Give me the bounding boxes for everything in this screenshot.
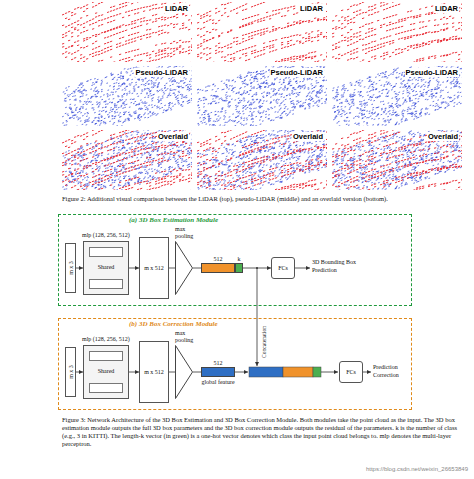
panel-label: LiDAR [164, 4, 189, 13]
feature-vector: 512global feature [201, 367, 235, 377]
shared-mlp-box: mlp (128, 256, 512)Shared [83, 241, 129, 295]
fc-label: FCs [278, 265, 288, 272]
point-cloud-panel: LiDAR [197, 2, 327, 62]
feature-box: m x 512 [139, 237, 169, 299]
point-cloud-panel: LiDAR [332, 2, 462, 62]
lidar-points [62, 130, 192, 190]
pseudo-lidar-points [332, 66, 462, 126]
pool-label: max pooling [175, 330, 201, 343]
lidar-points [332, 2, 462, 62]
point-cloud-panel: Overlaid [332, 130, 462, 190]
input-size: m x 3 [67, 261, 74, 275]
panel-label: Overlaid [157, 132, 189, 141]
shared-label: Shared [84, 368, 128, 375]
figure-caption: Figure 2: Additional visual comparison b… [62, 195, 468, 203]
lidar-points [332, 130, 462, 190]
point-cloud-panel: Pseudo-LiDAR [62, 66, 192, 126]
input-box: m x 3 [65, 243, 76, 293]
mlp-layer [89, 247, 123, 257]
triangle-shape [175, 345, 193, 399]
input-size: m x 3 [67, 365, 74, 379]
flow-arrow [129, 268, 139, 269]
triangle-shape [175, 241, 193, 295]
pseudo-lidar-points [62, 130, 192, 190]
mlp-layer [89, 351, 123, 361]
point-cloud-panel: Pseudo-LiDAR [332, 66, 462, 126]
pool-label: max pooling [175, 226, 201, 239]
flow-arrow [193, 372, 201, 373]
mlp-heading: mlp (128, 256, 512) [82, 232, 130, 239]
panel-label: LiDAR [434, 4, 459, 13]
point-cloud-panel: Pseudo-LiDAR [197, 66, 327, 126]
panel-label: Pseudo-LiDAR [270, 68, 325, 77]
triangle-outline [176, 242, 193, 295]
flow-arrow [169, 268, 175, 269]
panel-label: LiDAR [299, 4, 324, 13]
flow-arrow [76, 268, 83, 269]
vector-size: 512 [214, 360, 223, 367]
max-pool-triangle: max pooling [175, 345, 193, 399]
output-label: Prediction Correction [373, 364, 411, 379]
lidar-points [197, 2, 327, 62]
fc-box: FCs [339, 361, 363, 383]
lidar-points [197, 130, 327, 190]
mlp-layer [89, 279, 123, 289]
pseudo-lidar-points [62, 66, 192, 126]
flow-arrow [169, 372, 175, 373]
point-cloud-panel: LiDAR [62, 2, 192, 62]
pseudo-lidar-points [332, 130, 462, 190]
concat-label: Concatenation [261, 326, 267, 358]
point-cloud-panel: Overlaid [197, 130, 327, 190]
feature-box: m x 512 [139, 341, 169, 403]
module-box: (a) 3D Box Estimation Module m x 3 mlp (12… [58, 214, 412, 306]
input-box: m x 3 [65, 347, 76, 397]
feature-size: m x 512 [144, 369, 164, 376]
watermark: https://blog.csdn.net/weixin_26653849 [250, 466, 468, 472]
max-pool-triangle: max pooling [175, 241, 193, 295]
fc-label: FCs [346, 369, 356, 376]
shared-label: Shared [84, 264, 128, 271]
flow-arrow [193, 268, 201, 269]
figure-caption: Figure 3: Network Architecture of the 3D… [62, 416, 468, 448]
panel-label: Overlaid [427, 132, 459, 141]
panel-label: Overlaid [292, 132, 324, 141]
flow-arrow [243, 268, 271, 269]
module-title: (b) 3D Box Correction Module [129, 320, 218, 328]
feature-arrow [235, 372, 248, 373]
mlp-layer [89, 383, 123, 393]
mlp-heading: mlp (128, 256, 512) [82, 336, 130, 343]
vector-size: 512 [214, 256, 223, 263]
lidar-points [62, 2, 192, 62]
output-arrow [295, 268, 310, 269]
vector-size: k [238, 256, 241, 263]
concat-blue [249, 367, 283, 377]
pseudo-lidar-points [197, 66, 327, 126]
output-label: 3D Bounding Box Prediction [312, 259, 366, 274]
concat-orange [283, 367, 313, 377]
shared-mlp-box: mlp (128, 256, 512)Shared [83, 345, 129, 399]
feature-size: m x 512 [144, 265, 164, 272]
module-title: (a) 3D Box Estimation Module [129, 216, 218, 224]
panel-label: Pseudo-LiDAR [405, 68, 460, 77]
flow-arrow [76, 372, 83, 373]
triangle-outline [176, 346, 193, 399]
flow-arrow [129, 372, 139, 373]
fc-box: FCs [271, 257, 295, 279]
output-arrow [363, 372, 371, 373]
concat-to-fc-arrow [321, 372, 338, 373]
point-cloud-panel: Overlaid [62, 130, 192, 190]
module-box: (b) 3D Box Correction Module m x 3 mlp (12… [58, 318, 412, 410]
feature-vector: k [235, 263, 243, 273]
vector-name: global feature [201, 379, 234, 386]
concat-green [313, 367, 321, 377]
concat-arrow [257, 268, 258, 366]
feature-vector: 512 [201, 263, 235, 273]
panel-label: Pseudo-LiDAR [135, 68, 190, 77]
